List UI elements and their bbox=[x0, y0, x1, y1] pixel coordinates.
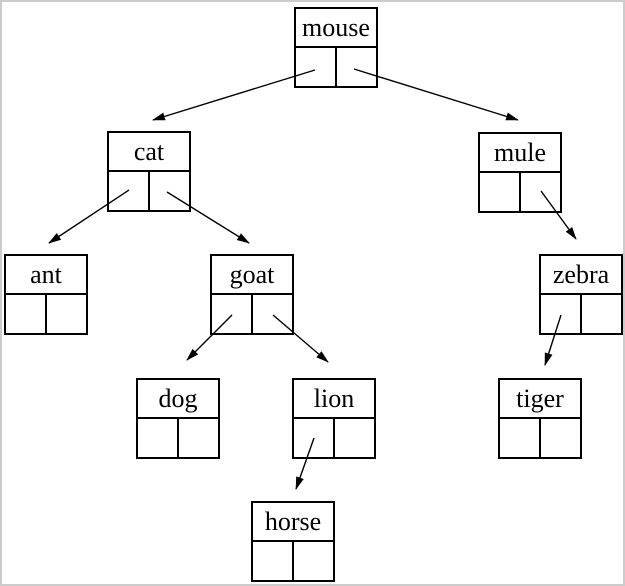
right-pointer-cell bbox=[150, 172, 189, 210]
right-pointer-cell bbox=[521, 173, 560, 211]
node-pointer-cells bbox=[251, 542, 335, 582]
node-pointer-cells bbox=[4, 295, 88, 335]
node-label: tiger bbox=[498, 378, 582, 419]
node-label: goat bbox=[210, 254, 294, 295]
right-pointer-cell bbox=[541, 419, 580, 457]
node-pointer-cells bbox=[498, 419, 582, 459]
node-label: zebra bbox=[539, 254, 623, 295]
tree-node-mouse: mouse bbox=[294, 7, 378, 88]
tree-node-dog: dog bbox=[136, 378, 220, 459]
left-pointer-cell bbox=[296, 48, 337, 86]
tree-node-horse: horse bbox=[251, 501, 335, 582]
left-pointer-cell bbox=[253, 542, 294, 580]
right-pointer-cell bbox=[582, 295, 621, 333]
node-pointer-cells bbox=[210, 295, 294, 335]
right-pointer-cell bbox=[47, 295, 86, 333]
right-pointer-cell bbox=[294, 542, 333, 580]
node-label: cat bbox=[107, 131, 191, 172]
tree-node-mule: mule bbox=[478, 132, 562, 213]
tree-node-zebra: zebra bbox=[539, 254, 623, 335]
node-pointer-cells bbox=[294, 48, 378, 88]
node-label: ant bbox=[4, 254, 88, 295]
node-label: mule bbox=[478, 132, 562, 173]
left-pointer-cell bbox=[6, 295, 47, 333]
edge-mouse-right-to-mule bbox=[353, 68, 519, 121]
left-pointer-cell bbox=[212, 295, 253, 333]
node-label: dog bbox=[136, 378, 220, 419]
node-pointer-cells bbox=[107, 172, 191, 212]
right-pointer-cell bbox=[179, 419, 218, 457]
node-pointer-cells bbox=[136, 419, 220, 459]
left-pointer-cell bbox=[294, 419, 335, 457]
edge-mouse-left-to-cat bbox=[152, 69, 316, 121]
node-label: lion bbox=[292, 378, 376, 419]
left-pointer-cell bbox=[500, 419, 541, 457]
node-pointer-cells bbox=[292, 419, 376, 459]
right-pointer-cell bbox=[335, 419, 374, 457]
tree-node-cat: cat bbox=[107, 131, 191, 212]
tree-node-lion: lion bbox=[292, 378, 376, 459]
left-pointer-cell bbox=[541, 295, 582, 333]
left-pointer-cell bbox=[138, 419, 179, 457]
left-pointer-cell bbox=[109, 172, 150, 210]
right-pointer-cell bbox=[253, 295, 292, 333]
node-pointer-cells bbox=[539, 295, 623, 335]
left-pointer-cell bbox=[480, 173, 521, 211]
right-pointer-cell bbox=[337, 48, 376, 86]
tree-node-tiger: tiger bbox=[498, 378, 582, 459]
tree-node-goat: goat bbox=[210, 254, 294, 335]
tree-node-ant: ant bbox=[4, 254, 88, 335]
node-label: mouse bbox=[294, 7, 378, 48]
node-label: horse bbox=[251, 501, 335, 542]
node-pointer-cells bbox=[478, 173, 562, 213]
